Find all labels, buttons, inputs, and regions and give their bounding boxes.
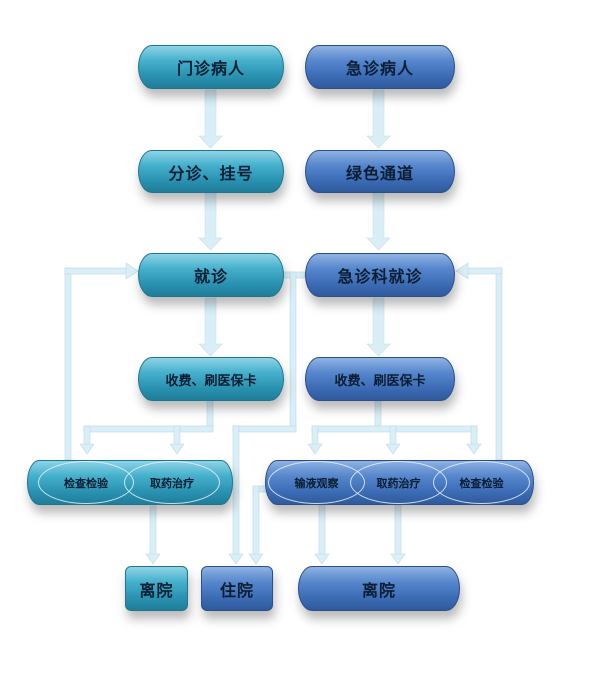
outpatient-treatment: 取药治疗 — [124, 461, 220, 504]
outpatient-discharge: 离院 — [125, 566, 188, 611]
outpatient-triage: 分诊、挂号 — [138, 150, 284, 193]
emergency-discharge: 离院 — [298, 566, 460, 611]
arrow-emergency-to-green — [366, 89, 391, 149]
arrow-start-to-triage — [198, 89, 223, 149]
emergency-green-channel: 绿色通道 — [305, 150, 455, 193]
emergency-payment: 收费、刷医保卡 — [305, 357, 455, 401]
arrow-evisit-to-payment — [366, 297, 391, 357]
outpatient-payment: 收费、刷医保卡 — [138, 357, 284, 401]
er-treat-to-discharge — [394, 501, 402, 557]
outpatient-visit: 就诊 — [138, 253, 284, 297]
outpatient-start: 门诊病人 — [138, 45, 284, 89]
er-exam-loop — [495, 267, 503, 461]
er-payment-drop — [374, 399, 382, 429]
admission: 住院 — [201, 566, 273, 611]
opd-payment-drop — [206, 399, 214, 429]
er-obs-to-discharge — [318, 501, 326, 557]
outpatient-exam: 检查检验 — [38, 461, 134, 504]
emergency-exam: 检查检验 — [433, 461, 530, 504]
emergency-visit: 急诊科就诊 — [305, 253, 455, 297]
arrow-green-to-visit — [366, 192, 391, 251]
emergency-start: 急诊病人 — [305, 45, 455, 89]
arrow-visit-to-payment — [198, 297, 223, 357]
opd-exam-loop — [64, 267, 72, 461]
opd-to-discharge — [149, 505, 157, 557]
arrow-triage-to-visit — [198, 192, 223, 251]
opd-branch-bar — [83, 425, 214, 433]
